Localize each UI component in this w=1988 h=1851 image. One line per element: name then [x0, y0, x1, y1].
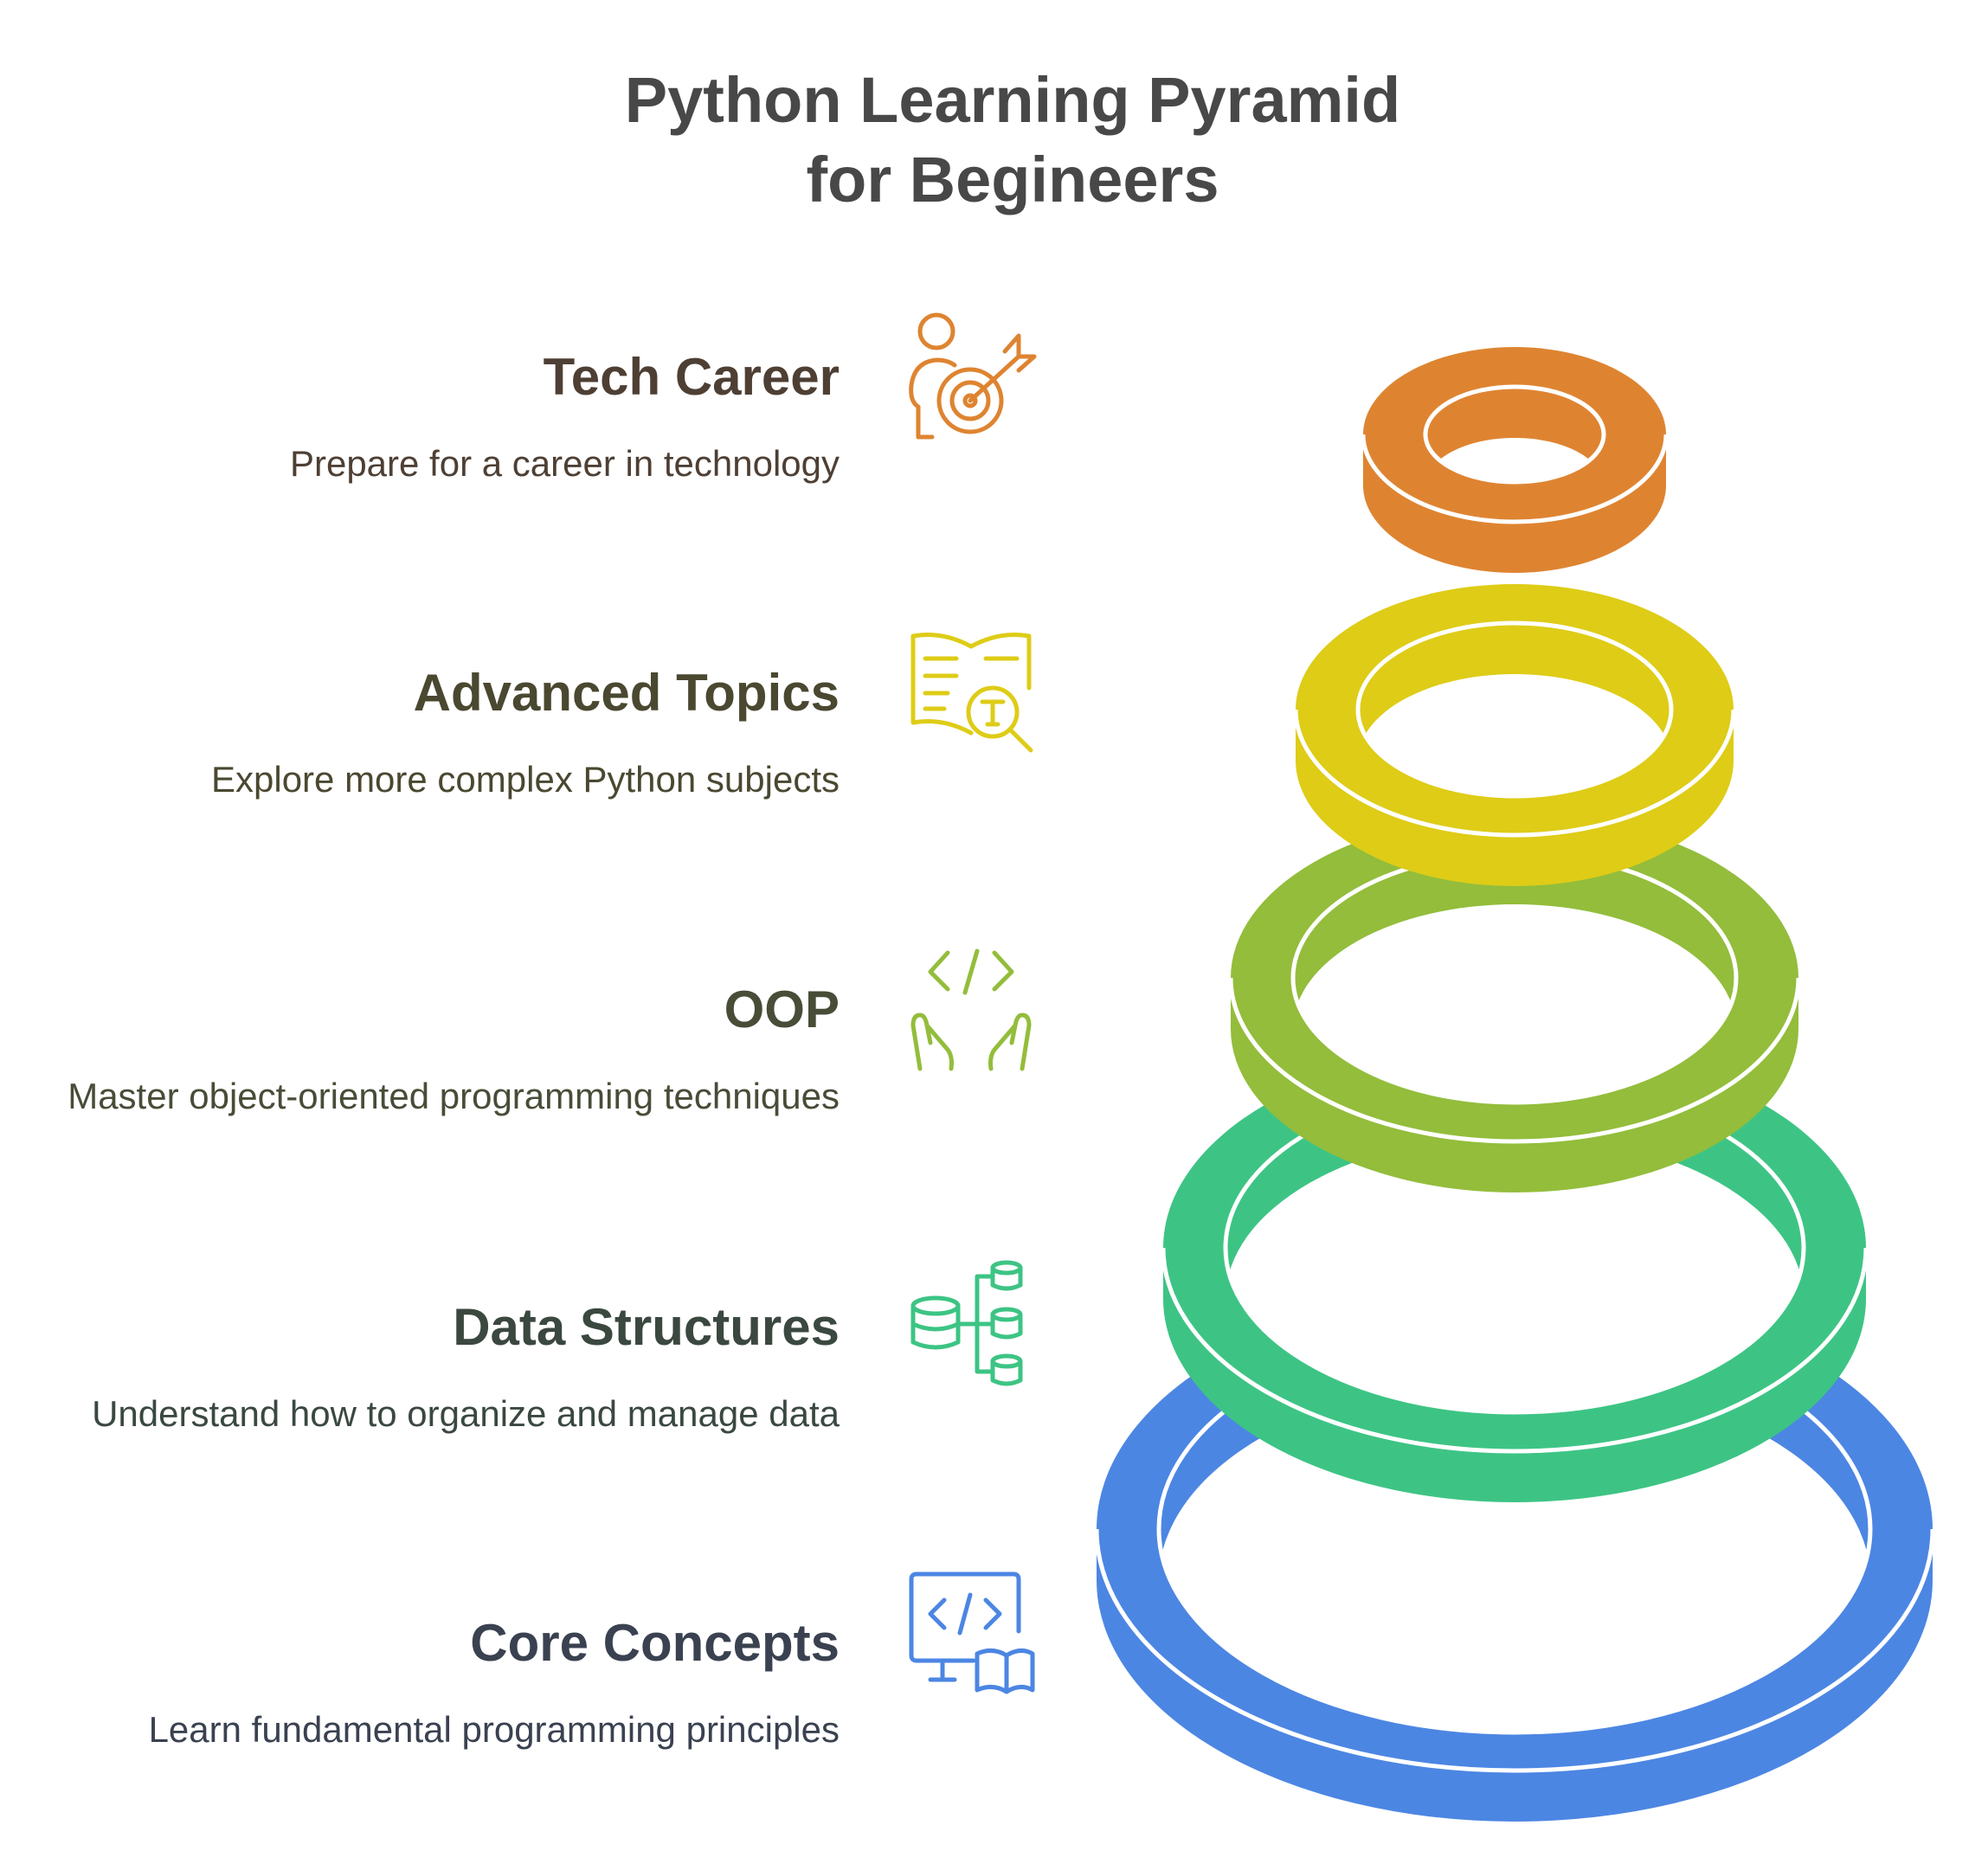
- ring-edge: [1094, 1528, 1935, 1773]
- level-title: Advanced Topics: [413, 664, 840, 722]
- level-title: Data Structures: [453, 1298, 840, 1356]
- title-line-2: for Begineers: [806, 144, 1219, 215]
- hands-code-icon: [908, 948, 1034, 1077]
- ring-1: [1293, 584, 1736, 886]
- level-description: Explore more complex Python subjects: [211, 759, 840, 800]
- level-title: Tech Career: [543, 348, 840, 406]
- level-oop: OOP Master object-oriented programming t…: [26, 980, 840, 1120]
- ring-0: [1361, 347, 1669, 573]
- level-title: OOP: [724, 980, 840, 1038]
- ring-inner-rim: [1423, 384, 1606, 485]
- ring-edge: [1293, 709, 1736, 838]
- level-description: Understand how to organize and manage da…: [92, 1393, 840, 1434]
- level-description: Prepare for a career in technology: [289, 443, 840, 484]
- book-search-icon: [908, 627, 1034, 757]
- database-structure-icon: [908, 1259, 1034, 1389]
- level-data-structures: Data Structures Understand how to organi…: [26, 1297, 840, 1437]
- ring-inner-wall: [1293, 853, 1736, 1029]
- ring-inner-wall: [1425, 387, 1604, 485]
- ring-edge: [1161, 1247, 1869, 1454]
- ring-edge: [1228, 977, 1801, 1144]
- person-target-icon: [908, 312, 1037, 441]
- level-core-concepts: Core Concepts Learn fundamental programm…: [26, 1613, 840, 1753]
- level-tech-career: Tech Career Prepare for a career in tech…: [26, 347, 840, 487]
- ring-inner-wall: [1358, 623, 1671, 761]
- level-advanced-topics: Advanced Topics Explore more complex Pyt…: [26, 663, 840, 803]
- diagram-title: Python Learning Pyramid for Begineers: [0, 61, 1988, 220]
- level-description: Master object-oriented programming techn…: [68, 1076, 840, 1116]
- monitor-code-book-icon: [908, 1571, 1035, 1700]
- ring-inner-rim: [1355, 620, 1674, 799]
- title-line-1: Python Learning Pyramid: [624, 64, 1401, 136]
- level-description: Learn fundamental programming principles: [148, 1709, 840, 1750]
- ring-edge: [1361, 434, 1669, 524]
- ring-2: [1228, 814, 1801, 1192]
- level-title: Core Concepts: [470, 1614, 840, 1672]
